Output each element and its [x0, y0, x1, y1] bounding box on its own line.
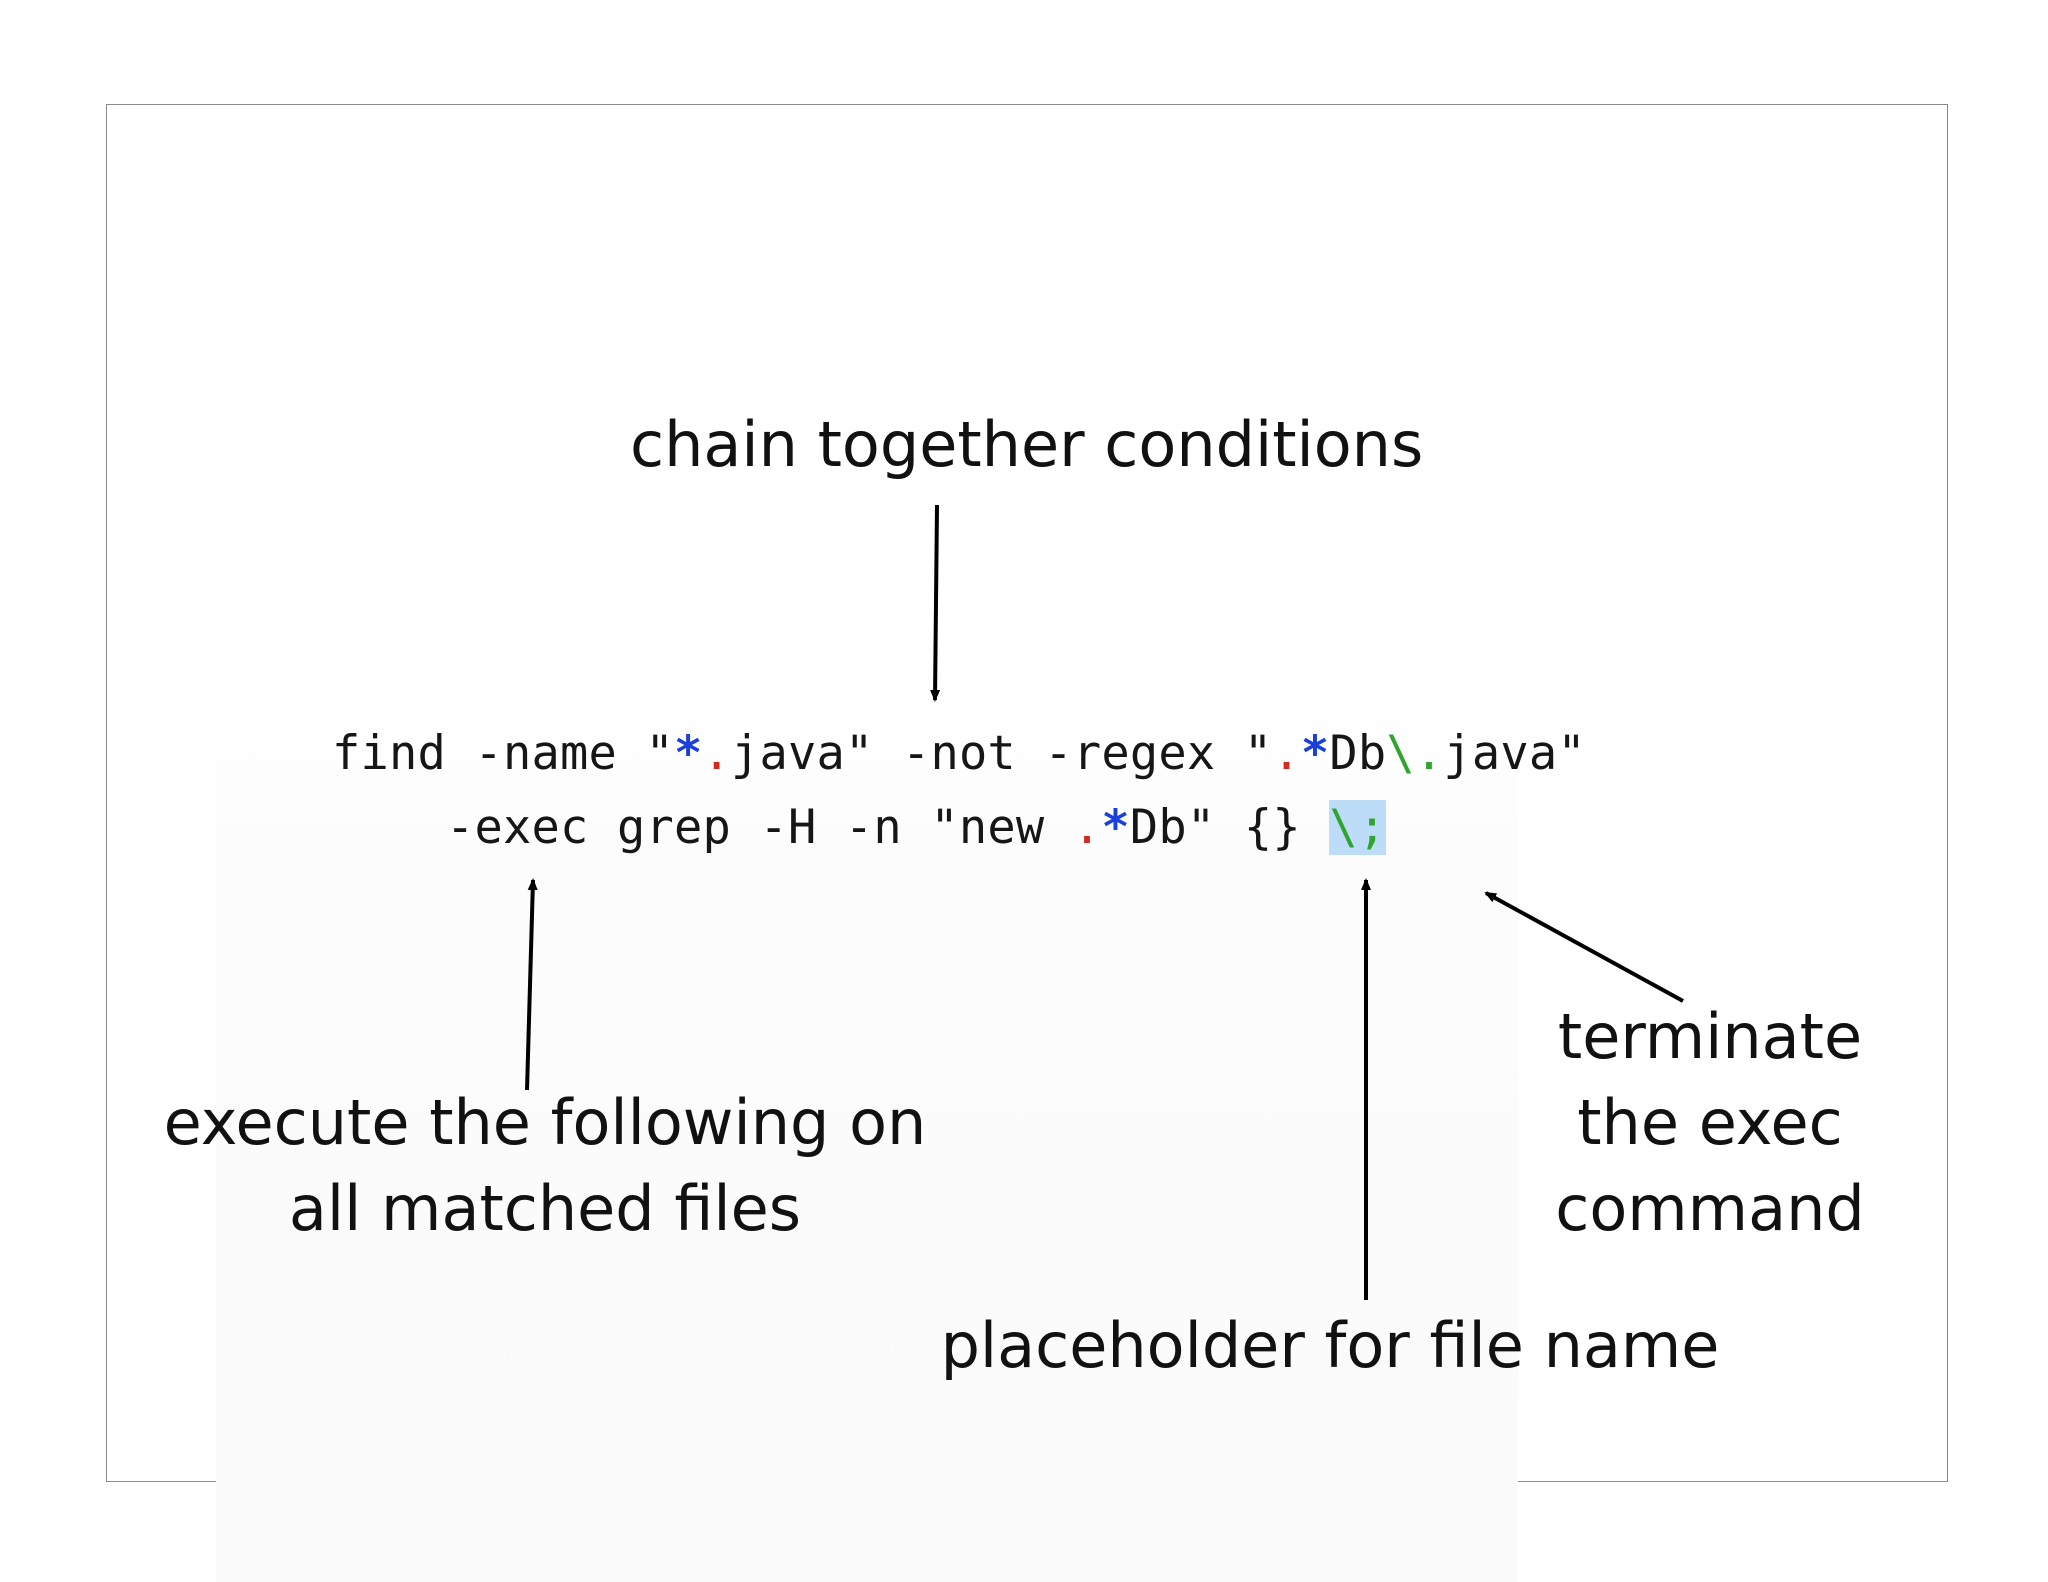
code-wildcard: * [1300, 726, 1330, 781]
execute-arrow [525, 878, 538, 1091]
code-text: find -name " [332, 726, 674, 781]
terminate-label-line-2: the exec [1577, 1086, 1843, 1159]
terminate-label-line-1: terminate [1557, 1000, 1863, 1073]
code-text: Db [1329, 726, 1387, 781]
code-text: java" [1443, 726, 1586, 781]
terminate-label-line-3: command [1555, 1172, 1865, 1245]
execute-label-line-1: execute the following on [163, 1086, 927, 1159]
terminate-arrow [1484, 891, 1684, 1003]
code-line-2: -exec grep -H -n "new .*Db" {} \; [332, 792, 1387, 864]
code-line-1: find -name "*.java" -not -regex ".*Db\.j… [332, 718, 1586, 790]
code-dot: . [1272, 726, 1301, 781]
execute-label: execute the following on all matched fil… [150, 1080, 940, 1252]
code-text: Db" {} [1129, 800, 1330, 855]
code-text: java" -not -regex " [730, 726, 1273, 781]
code-terminator: \; [1329, 800, 1387, 855]
code-wildcard: * [1101, 800, 1130, 855]
code-dot: . [702, 726, 731, 781]
code-wildcard: * [673, 726, 703, 781]
code-dot: . [1072, 800, 1102, 855]
placeholder-label: placeholder for file name [940, 1309, 1720, 1382]
terminate-label: terminate the exec command [1520, 994, 1900, 1252]
code-background [216, 620, 1518, 1582]
code-text: -exec grep -H -n "new [332, 800, 1073, 855]
chain-arrow [930, 504, 941, 702]
execute-label-line-2: all matched files [288, 1172, 802, 1245]
code-escape: \. [1386, 726, 1444, 781]
chain-conditions-label: chain together conditions [630, 408, 1424, 481]
